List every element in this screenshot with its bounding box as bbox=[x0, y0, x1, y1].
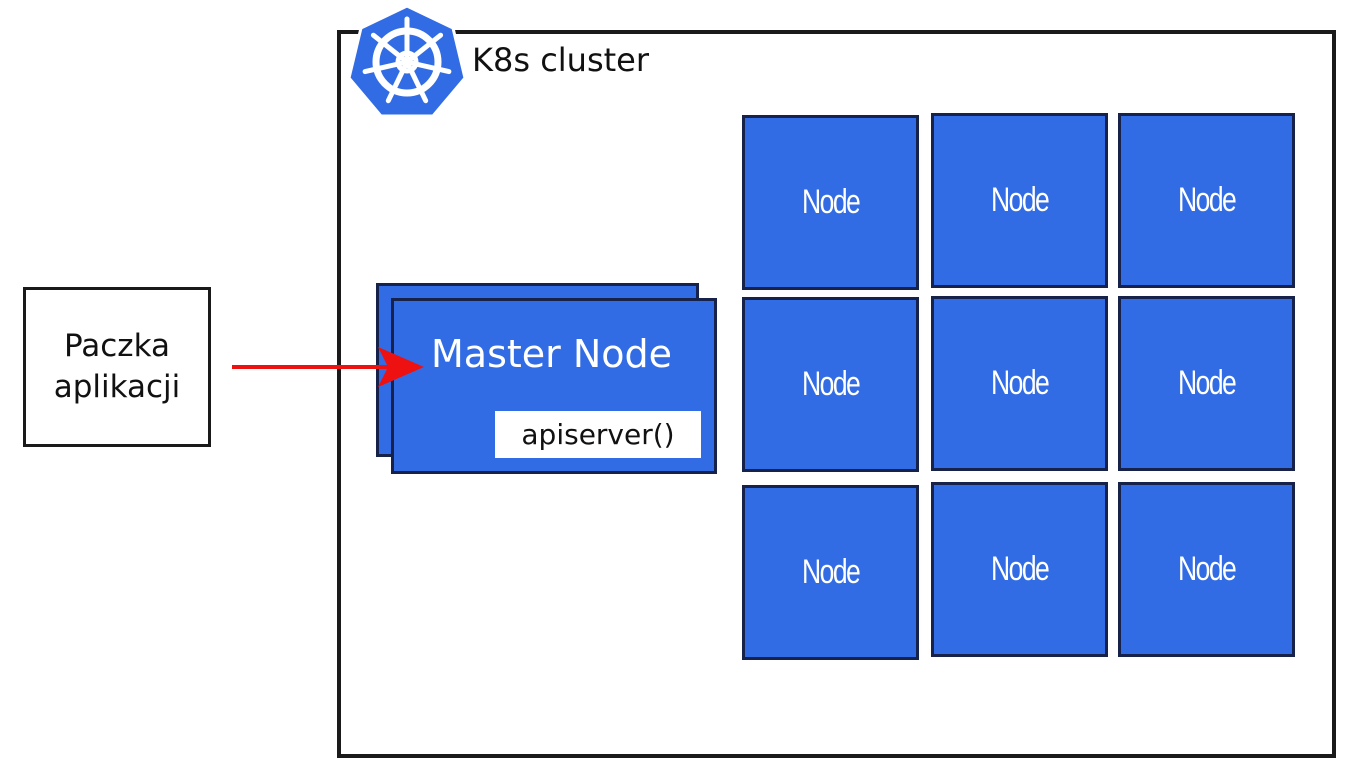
application-package-label: Paczka aplikacji bbox=[53, 328, 181, 405]
worker-node-label: Node bbox=[1177, 181, 1237, 219]
worker-node-4: Node bbox=[742, 297, 919, 472]
arrow-head bbox=[378, 347, 424, 387]
worker-node-8: Node bbox=[931, 482, 1108, 657]
application-package-box: Paczka aplikacji bbox=[23, 287, 211, 447]
worker-node-1: Node bbox=[742, 115, 919, 290]
worker-node-2: Node bbox=[931, 113, 1108, 288]
deploy-arrow-icon bbox=[232, 347, 424, 387]
worker-node-label: Node bbox=[1177, 550, 1237, 588]
worker-node-9: Node bbox=[1118, 482, 1295, 657]
worker-node-label: Node bbox=[801, 183, 861, 221]
apiserver-label: apiserver() bbox=[521, 418, 675, 451]
cluster-title: K8s cluster bbox=[472, 41, 650, 79]
apiserver-box: apiserver() bbox=[495, 411, 701, 458]
worker-node-3: Node bbox=[1118, 113, 1295, 288]
worker-node-5: Node bbox=[931, 296, 1108, 471]
worker-node-label: Node bbox=[801, 553, 861, 591]
helm-wheel bbox=[362, 16, 452, 104]
worker-node-label: Node bbox=[990, 364, 1050, 402]
worker-node-6: Node bbox=[1118, 296, 1295, 471]
worker-node-label: Node bbox=[990, 181, 1050, 219]
worker-node-label: Node bbox=[1177, 364, 1237, 402]
worker-node-7: Node bbox=[742, 485, 919, 660]
master-node-title: Master Node bbox=[431, 332, 673, 376]
worker-node-label: Node bbox=[990, 550, 1050, 588]
worker-node-label: Node bbox=[801, 365, 861, 403]
kubernetes-logo-icon bbox=[347, 4, 467, 118]
